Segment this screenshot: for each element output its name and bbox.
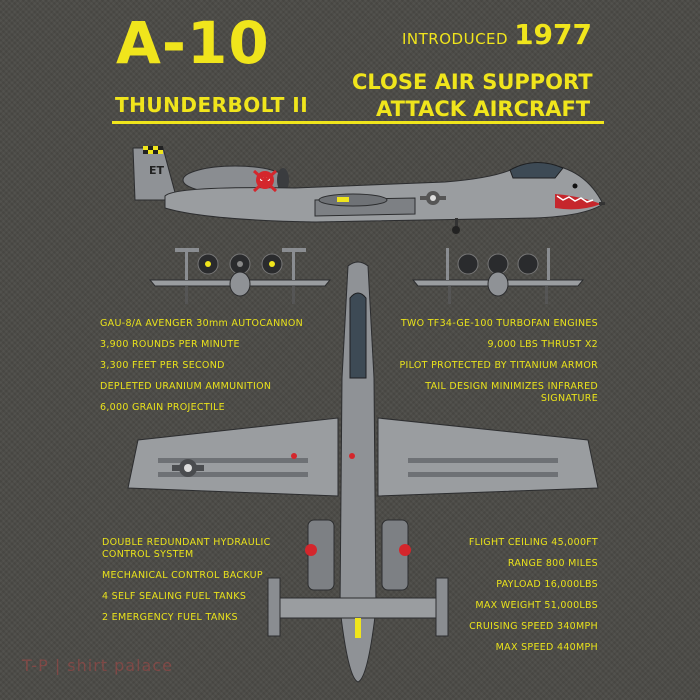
spec-right-bottom-4: CRUISING SPEED 340MPH: [469, 621, 598, 632]
introduced-label: INTRODUCED: [402, 30, 509, 48]
usaf-insignia: [420, 191, 446, 205]
spec-right-bottom-2: PAYLOAD 16,000LBS: [496, 579, 598, 590]
spec-left-bottom-3: 4 SELF SEALING FUEL TANKS: [102, 591, 247, 602]
introduced-year: 1977: [514, 18, 593, 51]
front-view-left: [148, 248, 332, 304]
spec-left-top-3: DEPLETED URANIUM AMMUNITION: [100, 381, 272, 392]
spec-left-top-1: 3,900 ROUNDS PER MINUTE: [100, 339, 240, 350]
role-line-1: CLOSE AIR SUPPORT: [352, 70, 593, 94]
spec-right-bottom-5: MAX SPEED 440MPH: [495, 642, 598, 653]
spec-right-top-0: TWO TF34-GE-100 TURBOFAN ENGINES: [400, 318, 598, 329]
side-profile-illustration: ET: [132, 146, 605, 234]
introduced-block: INTRODUCED 1977: [402, 18, 592, 51]
skull-emblem: [252, 169, 278, 193]
spec-right-top-3: TAIL DESIGN MINIMIZES INFRARED: [425, 381, 598, 392]
page-title: A-10: [116, 9, 270, 77]
spec-right-bottom-1: RANGE 800 MILES: [507, 558, 598, 569]
spec-left-bottom-0: DOUBLE REDUNDANT HYDRAULIC: [102, 537, 271, 548]
spec-left-bottom-2: MECHANICAL CONTROL BACKUP: [102, 570, 263, 581]
spec-left-bottom-4: 2 EMERGENCY FUEL TANKS: [102, 612, 238, 623]
top-view-illustration: [127, 261, 599, 683]
spec-left-bottom-1: CONTROL SYSTEM: [102, 549, 194, 560]
spec-left-top-0: GAU-8/A AVENGER 30mm AUTOCANNON: [100, 318, 304, 329]
shark-mouth: [555, 183, 601, 210]
spec-left-top-4: 6,000 GRAIN PROJECTILE: [100, 402, 225, 413]
spec-right-top-1: 9,000 LBS THRUST X2: [487, 339, 598, 350]
spec-right-top-2: PILOT PROTECTED BY TITANIUM ARMOR: [399, 360, 598, 371]
spec-right-bottom-0: FLIGHT CEILING 45,000FT: [468, 537, 598, 548]
watermark: T-P | shirt palace: [22, 656, 173, 675]
spec-right-top-4: SIGNATURE: [540, 393, 598, 404]
spec-right-bottom-3: MAX WEIGHT 51,000LBS: [475, 600, 598, 611]
aircraft-name: THUNDERBOLT II: [115, 93, 309, 117]
tail-code: ET: [149, 164, 165, 177]
spec-left-top-2: 3,300 FEET PER SECOND: [100, 360, 225, 371]
front-view-right: [411, 248, 585, 304]
header-underline: [112, 121, 604, 124]
role-line-2: ATTACK AIRCRAFT: [376, 97, 591, 121]
